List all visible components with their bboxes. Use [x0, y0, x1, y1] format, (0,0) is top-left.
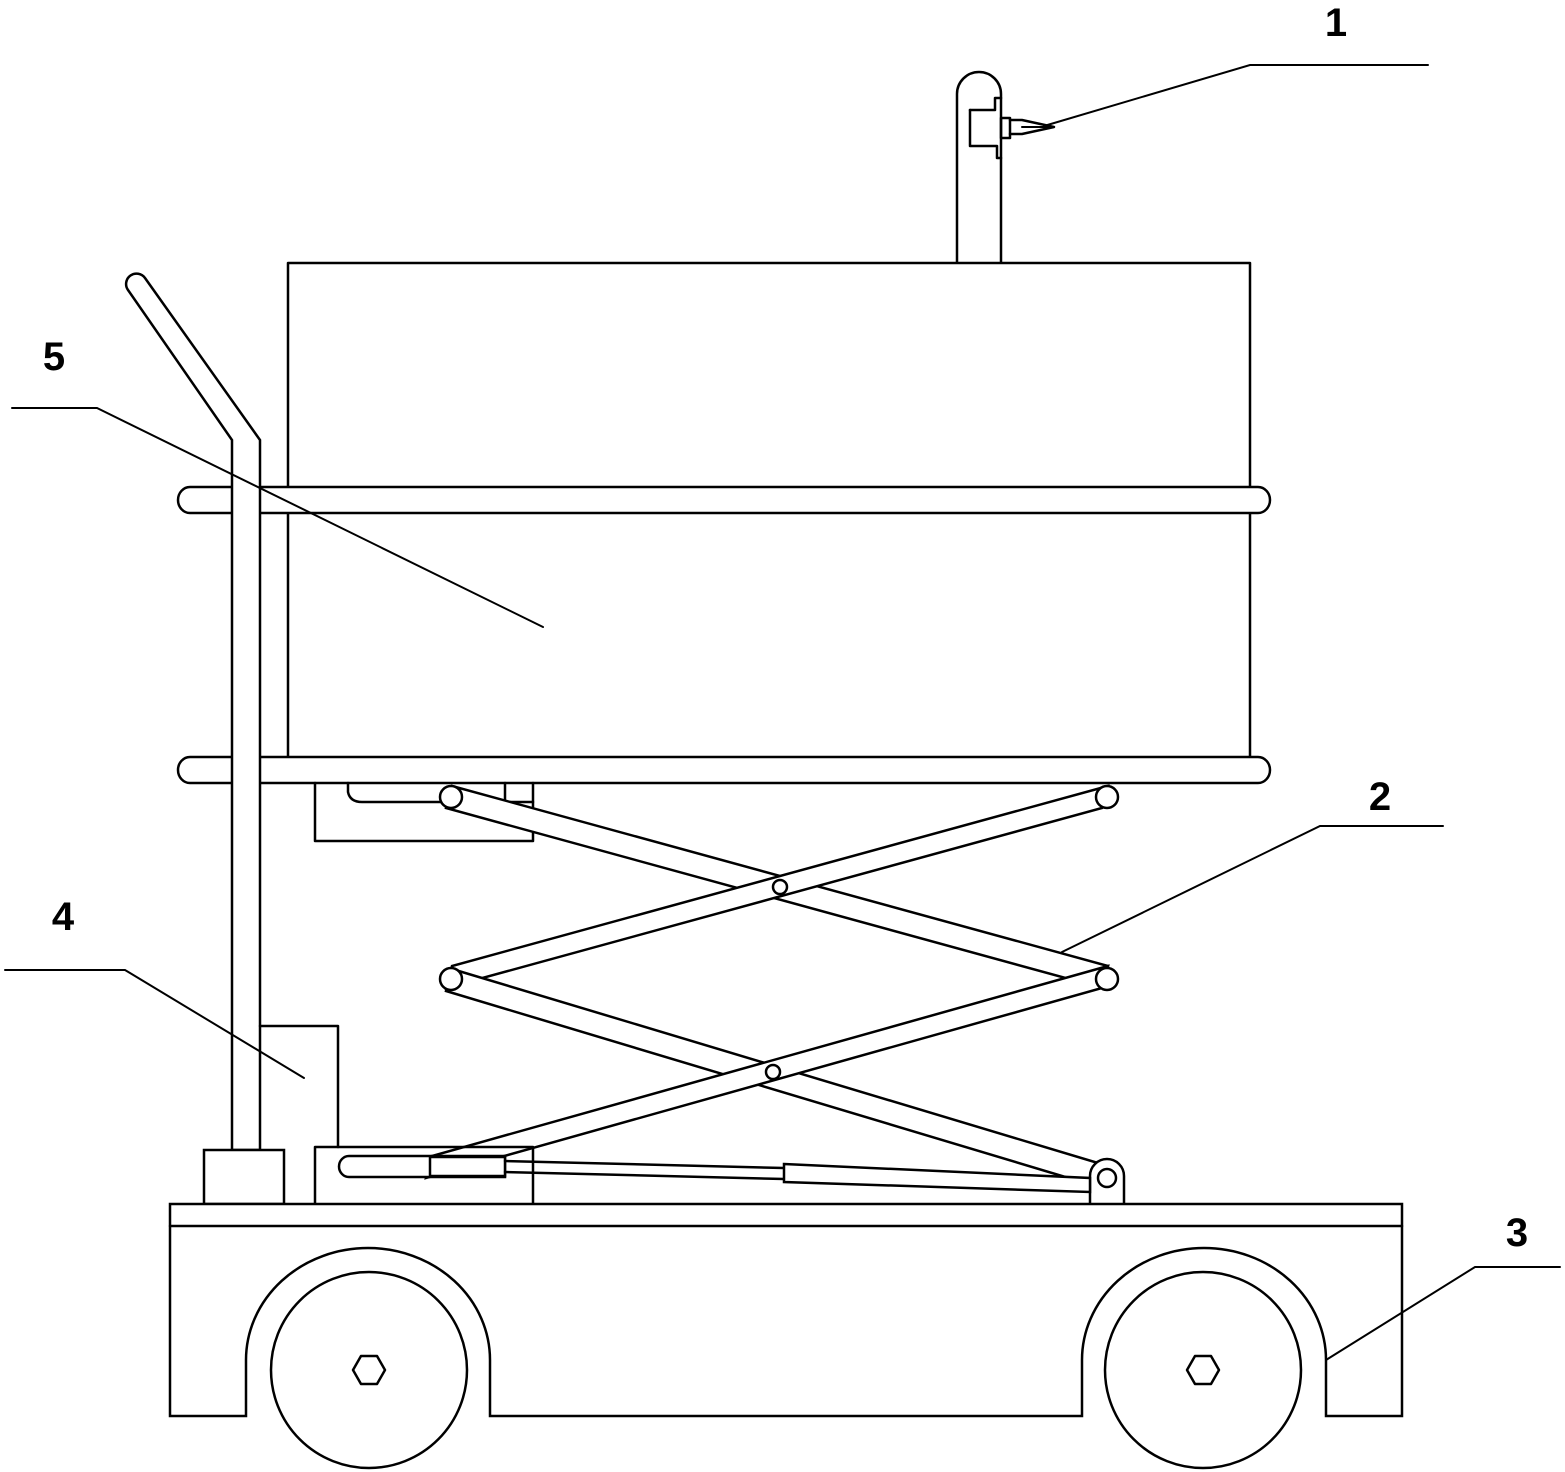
label-2: 2	[1369, 775, 1391, 819]
callout-5: 5	[11, 335, 544, 628]
chassis	[168, 1202, 1404, 1418]
front-wheel	[269, 1270, 469, 1470]
push-handle[interactable]	[124, 272, 262, 1152]
top-post	[955, 70, 1056, 264]
callout-1: 1	[1043, 1, 1429, 127]
label-3: 3	[1506, 1211, 1528, 1255]
callout-4: 4	[4, 895, 305, 1079]
platform-rail	[176, 755, 1272, 785]
upper-rail	[176, 485, 1272, 515]
rear-wheel	[1103, 1270, 1303, 1470]
scissor-lift	[424, 784, 1120, 1190]
label-1: 1	[1325, 1, 1347, 45]
label-5: 5	[43, 335, 65, 379]
nozzle	[999, 116, 1056, 140]
callout-2: 2	[1061, 775, 1444, 953]
callout-3: 3	[1325, 1211, 1561, 1361]
hydraulic-cylinder	[313, 1145, 1092, 1206]
label-4: 4	[52, 895, 75, 939]
control-box	[258, 1024, 340, 1149]
motor-block	[202, 1148, 286, 1206]
